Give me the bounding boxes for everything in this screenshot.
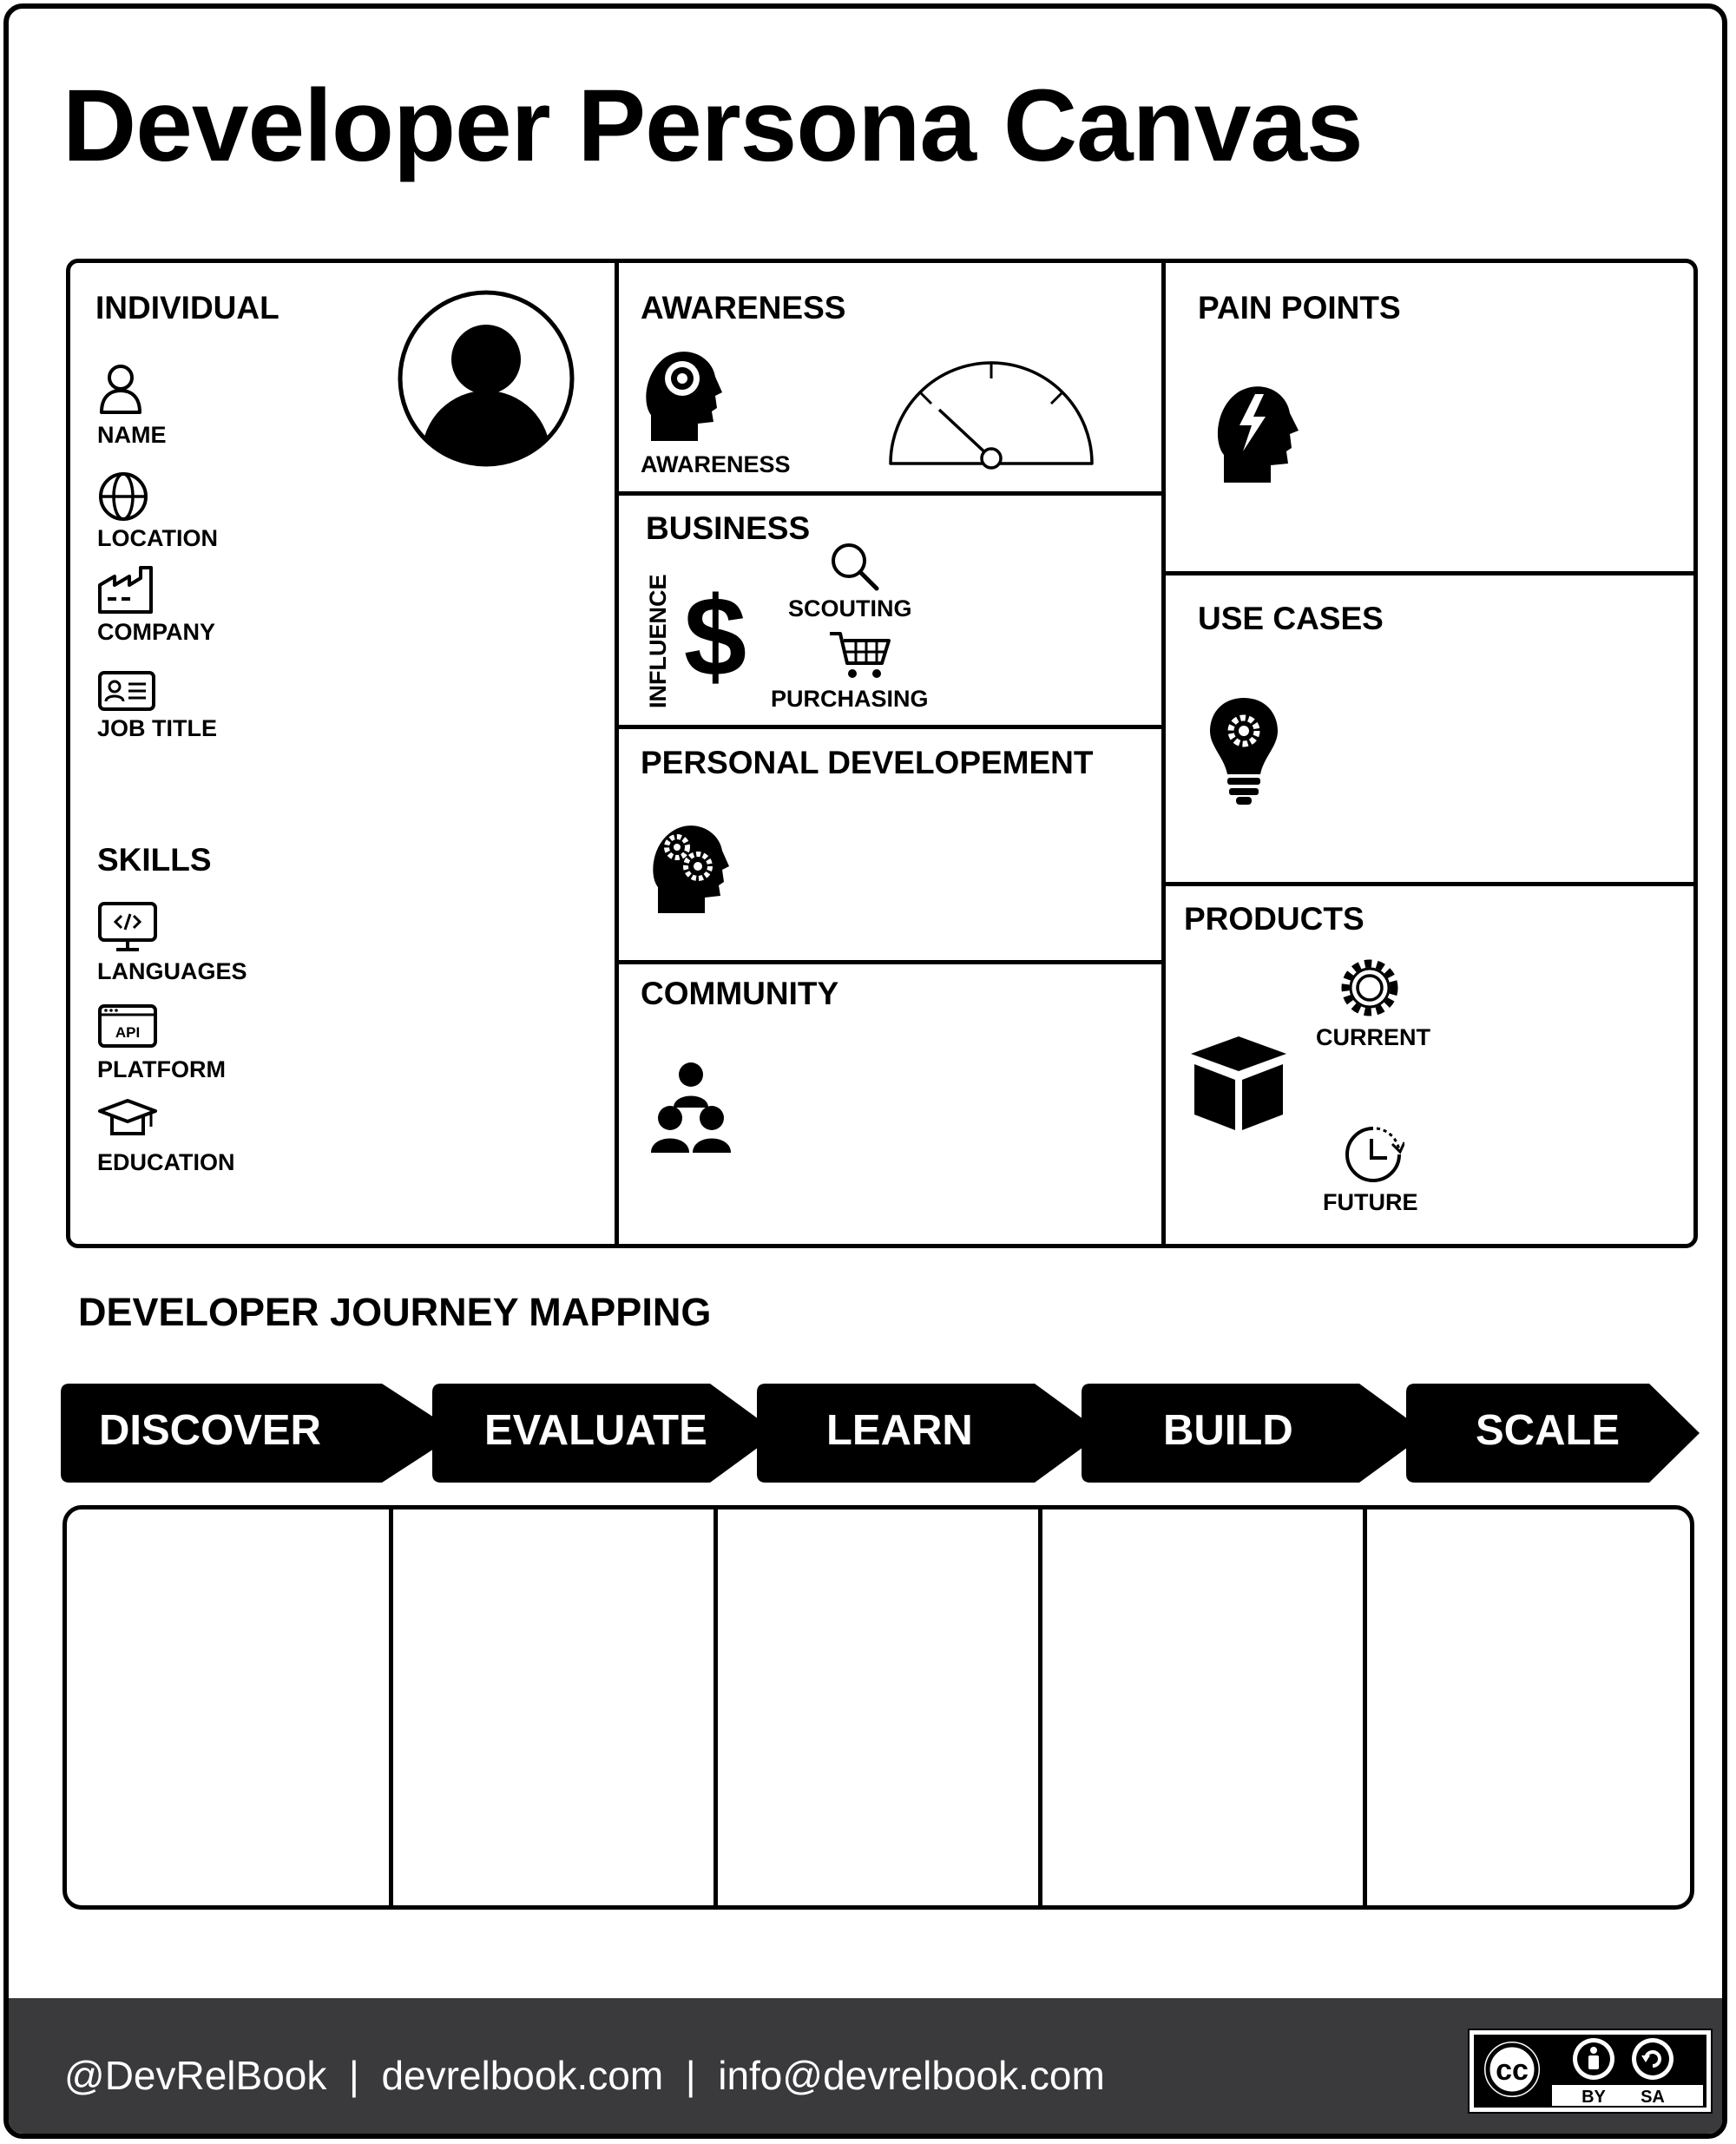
journey-cell-build[interactable]	[1043, 1510, 1361, 1904]
gauge-icon	[889, 361, 1094, 470]
grid-divider	[615, 725, 1166, 729]
journey-divider	[713, 1505, 718, 1910]
education-label: EDUCATION	[97, 1149, 235, 1175]
stage-build[interactable]: BUILD	[1082, 1384, 1429, 1483]
stage-arrow-shape	[757, 1384, 1102, 1483]
stage-arrow-shape	[61, 1384, 458, 1483]
grid-divider	[1161, 882, 1698, 886]
api-icon-text: API	[115, 1024, 140, 1041]
current-label: CURRENT	[1316, 1024, 1430, 1050]
canvas-frame: Developer Persona Canvas INDIVIDUAL NAME	[3, 3, 1727, 2139]
graduation-cap-icon	[98, 1099, 157, 1135]
stage-scale[interactable]: SCALE	[1406, 1384, 1701, 1483]
factory-icon	[98, 566, 153, 614]
journey-cell-learn[interactable]	[719, 1510, 1036, 1904]
business-heading: BUSINESS	[646, 510, 811, 546]
footer-contact: @DevRelBook | devrelbook.com | info@devr…	[64, 2053, 1105, 2098]
skills-heading: SKILLS	[97, 842, 212, 878]
head-lightning-icon	[1217, 386, 1299, 483]
personal-development-heading: PERSONAL DEVELOPEMENT	[641, 745, 1094, 780]
cc-text: cc	[1496, 2054, 1529, 2087]
stage-discover[interactable]: DISCOVER	[61, 1384, 460, 1483]
grid-divider	[615, 491, 1166, 496]
product-box-icon	[1191, 1036, 1286, 1130]
languages-label: LANGUAGES	[97, 958, 247, 984]
stage-label: LEARN	[826, 1407, 973, 1454]
journey-grid	[62, 1505, 1694, 1910]
job-title-label: JOB TITLE	[97, 715, 218, 741]
footer: @DevRelBook | devrelbook.com | info@devr…	[9, 1998, 1722, 2134]
community-heading: COMMUNITY	[641, 976, 839, 1011]
head-target-icon	[646, 352, 722, 441]
platform-label: PLATFORM	[97, 1056, 226, 1082]
journey-divider	[1363, 1505, 1367, 1910]
stage-label: BUILD	[1163, 1407, 1293, 1454]
journey-cell-scale[interactable]	[1368, 1510, 1689, 1904]
purchasing-label: PURCHASING	[771, 686, 929, 712]
stage-label: EVALUATE	[484, 1407, 707, 1454]
name-label: NAME	[97, 422, 167, 448]
magnifier-icon	[832, 543, 879, 591]
individual-heading: INDIVIDUAL	[95, 290, 279, 326]
page-title: Developer Persona Canvas	[62, 69, 1364, 183]
pain-points-heading: PAIN POINTS	[1198, 290, 1401, 326]
journey-divider	[1038, 1505, 1042, 1910]
svg-text:$: $	[684, 585, 746, 689]
journey-cell-evaluate[interactable]	[394, 1510, 712, 1904]
grid-divider	[1161, 571, 1698, 575]
grid-divider	[615, 259, 619, 1248]
head-gears-icon	[653, 825, 729, 913]
location-label: LOCATION	[97, 525, 218, 551]
code-monitor-icon	[98, 902, 157, 951]
journey-divider	[389, 1505, 393, 1910]
cc-by-sa-license-icon: cc BY SA	[1468, 2029, 1713, 2114]
community-icon	[651, 1062, 731, 1153]
future-label: FUTURE	[1323, 1189, 1418, 1215]
products-heading: PRODUCTS	[1184, 901, 1364, 937]
awareness-icon-label: AWARENESS	[641, 451, 791, 477]
use-cases-heading: USE CASES	[1198, 601, 1384, 636]
lightbulb-gear-icon	[1210, 698, 1278, 805]
grid-divider	[615, 960, 1166, 964]
stage-evaluate[interactable]: EVALUATE	[432, 1384, 779, 1483]
stage-label: SCALE	[1476, 1407, 1621, 1454]
stage-label: DISCOVER	[99, 1407, 321, 1454]
persona-grid	[66, 259, 1698, 1248]
gear-icon	[1341, 959, 1398, 1016]
globe-icon	[99, 472, 148, 521]
scouting-label: SCOUTING	[788, 595, 912, 621]
company-label: COMPANY	[97, 619, 216, 645]
journey-cell-discover[interactable]	[68, 1510, 387, 1904]
clock-refresh-icon	[1345, 1127, 1404, 1182]
awareness-heading: AWARENESS	[641, 290, 846, 326]
id-card-icon	[98, 671, 155, 711]
journey-heading: DEVELOPER JOURNEY MAPPING	[78, 1290, 712, 1334]
stage-arrow-shape	[1082, 1384, 1427, 1483]
grid-divider	[1161, 259, 1166, 1248]
person-icon	[100, 365, 141, 414]
api-window-icon: API	[98, 1004, 157, 1048]
shopping-cart-icon	[830, 632, 891, 678]
stage-learn[interactable]: LEARN	[757, 1384, 1104, 1483]
license-sa-text: SA	[1641, 2088, 1665, 2107]
license-by-text: BY	[1581, 2088, 1606, 2107]
dollar-icon: $	[684, 585, 746, 689]
influence-label: INFLUENCE	[645, 574, 671, 709]
avatar-icon	[398, 290, 575, 467]
stage-arrow-shape	[1406, 1384, 1700, 1483]
stage-arrow-shape	[432, 1384, 778, 1483]
